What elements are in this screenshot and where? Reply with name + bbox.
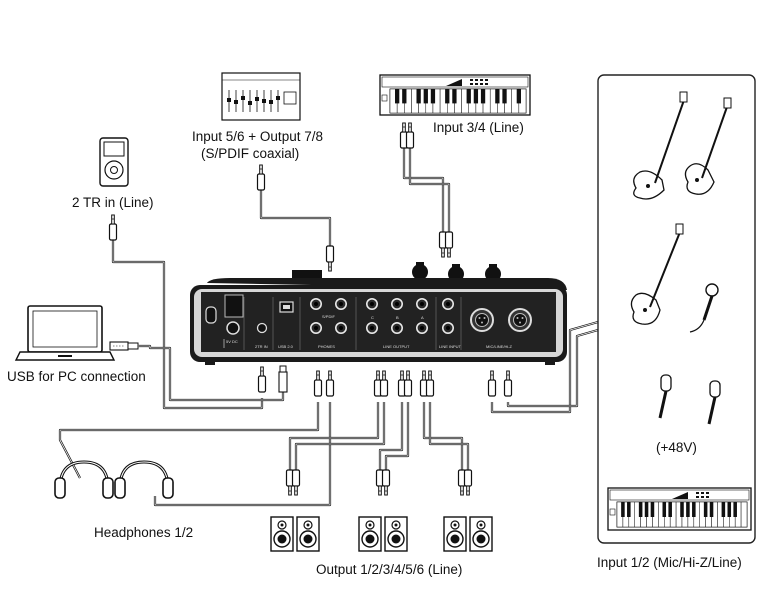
headphones-icon-1: [54, 460, 114, 499]
electric-guitar-icon-3: [630, 223, 684, 325]
label-usb: USB for PC connection: [7, 369, 146, 384]
black-key: [709, 502, 714, 517]
black-key: [621, 502, 625, 517]
black-key: [650, 502, 655, 517]
cables: [58, 148, 599, 507]
black-key: [495, 89, 500, 104]
black-key: [668, 502, 672, 517]
black-key: [502, 89, 507, 104]
black-key: [721, 502, 726, 517]
electric-guitar-icon-2: [684, 97, 732, 195]
label-phantom: (+48V): [656, 440, 697, 455]
black-key: [686, 502, 690, 517]
panel-mic-input-label: MIC/LINE/Hi-Z: [486, 344, 513, 349]
black-key: [402, 89, 407, 104]
black-key: [452, 89, 457, 104]
keyboard-input12: [607, 487, 752, 531]
keyboard-input34: [379, 74, 531, 116]
laptop-icon: [14, 305, 116, 361]
black-key: [727, 502, 732, 517]
label-input34: Input 3/4 (Line): [433, 120, 524, 135]
dynamic-mic-icon: [689, 283, 719, 333]
panel-2tr-label: 2TR IN: [255, 344, 268, 349]
black-key: [692, 502, 696, 517]
black-key: [423, 89, 428, 104]
black-key: [733, 502, 737, 517]
black-key: [644, 502, 649, 517]
white-key: [740, 501, 748, 528]
audio-interface: 5V DC 2TR IN USB 2.0 S/PDIF PHONES C B A…: [190, 262, 567, 365]
usb-plug-icon: [109, 341, 139, 351]
black-key: [662, 502, 667, 517]
plugs: [108, 122, 513, 496]
label-headphones: Headphones 1/2: [94, 525, 193, 540]
black-key: [466, 89, 471, 104]
black-key: [680, 502, 684, 517]
black-key: [473, 89, 479, 104]
label-input12: Input 1/2 (Mic/Hi-Z/Line): [597, 555, 742, 570]
panel-line-output-label: LINE OUTPUT: [383, 344, 410, 349]
black-key: [627, 502, 631, 517]
headphones-icon-2: [114, 460, 174, 499]
black-key: [516, 89, 521, 104]
label-2tr-in: 2 TR in (Line): [72, 195, 154, 210]
black-key: [416, 89, 421, 104]
media-player-icon: [99, 137, 129, 187]
panel-ch-a: A: [421, 315, 424, 320]
label-spdif: Input 5/6 + Output 7/8: [192, 129, 323, 144]
condenser-mic-icon-2: [707, 380, 721, 425]
speakers: [270, 516, 493, 552]
black-key: [395, 89, 400, 104]
black-key: [703, 502, 708, 517]
panel-line-input-label: LINE INPUT: [439, 344, 462, 349]
panel-ch-b: B: [396, 315, 399, 320]
black-key: [445, 89, 450, 104]
black-key: [638, 502, 643, 517]
spdif-device: [221, 72, 301, 121]
panel-phones-label: PHONES: [318, 344, 335, 349]
condenser-mic-icon-1: [658, 374, 672, 419]
panel-spdif-label: S/PDIF: [322, 314, 335, 319]
panel-usb-label: USB 2.0: [278, 344, 294, 349]
label-spdif-sub: (S/PDIF coaxial): [201, 146, 299, 161]
electric-guitar-icon-1: [633, 91, 688, 200]
label-outputs: Output 1/2/3/4/5/6 (Line): [316, 562, 462, 577]
input12-sources-box: [597, 74, 756, 544]
panel-dc-label: 5V DC: [226, 339, 238, 344]
black-key: [430, 89, 436, 104]
black-key: [480, 89, 486, 104]
panel-ch-c: C: [371, 315, 374, 320]
